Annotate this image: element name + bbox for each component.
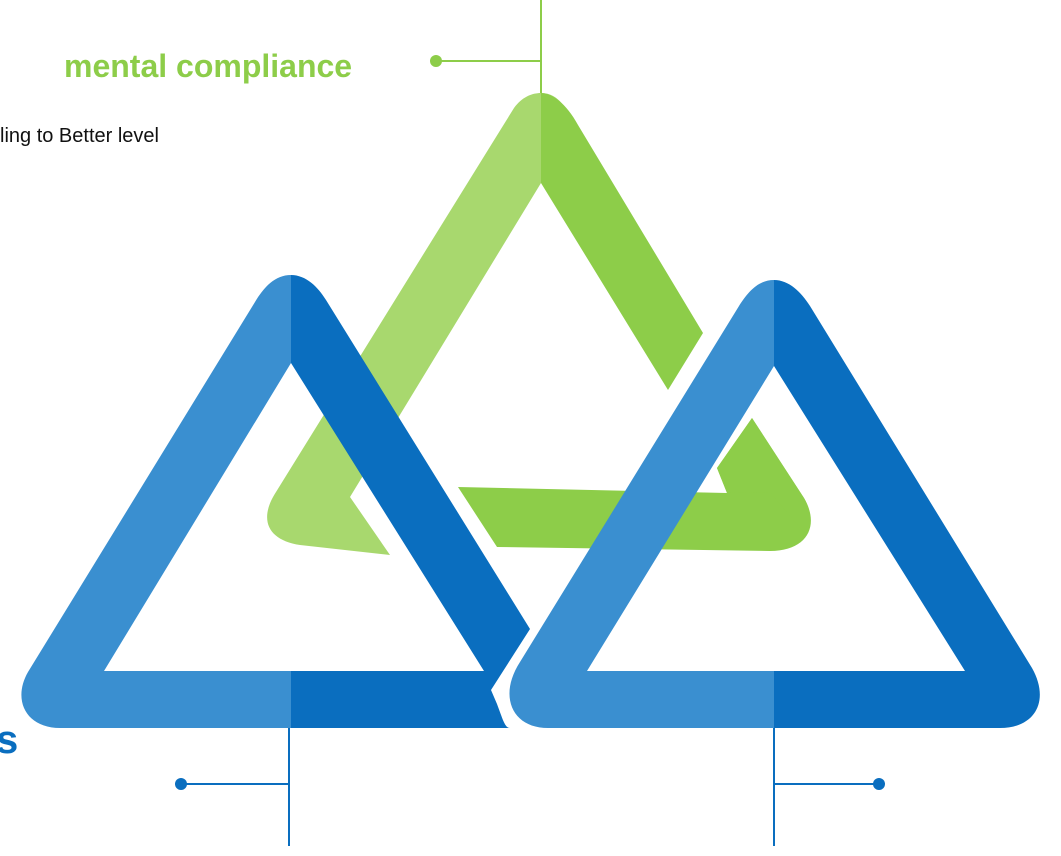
dot-connector-icon <box>873 778 885 790</box>
blue-triangle-right <box>509 280 1040 728</box>
green-subtitle: ling to Better level <box>0 125 159 147</box>
connector-top <box>430 0 542 95</box>
connector-bottom-right <box>773 728 885 846</box>
dot-connector-icon <box>175 778 187 790</box>
green-triangle-overlap <box>717 418 811 535</box>
green-title: mental compliance <box>64 48 353 84</box>
blue-triangle-left <box>21 275 530 728</box>
dot-connector-icon <box>430 55 442 67</box>
connector-bottom-left <box>175 728 290 846</box>
left-blue-title: s <box>0 718 19 762</box>
